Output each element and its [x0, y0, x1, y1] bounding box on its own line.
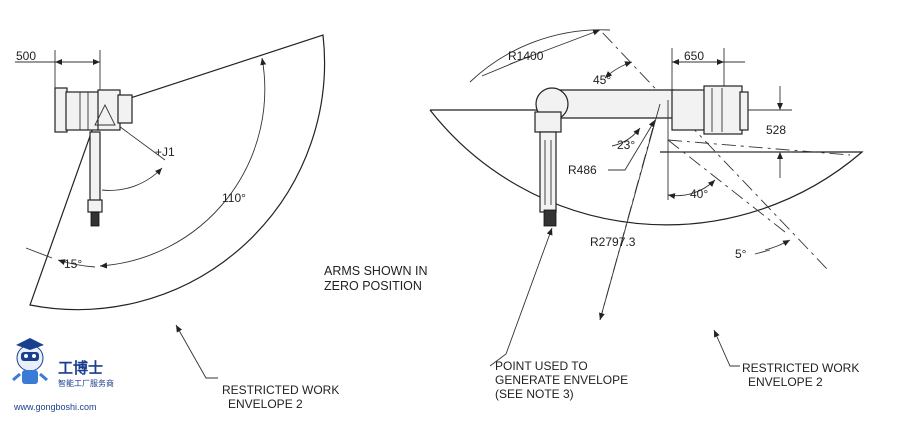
left-robot-base	[54, 87, 133, 133]
right-r486-label: R486	[568, 163, 597, 177]
left-angle-110-label: 110°	[222, 191, 246, 205]
left-j1-arc	[101, 167, 163, 191]
zero-position-note-line1: ARMS SHOWN IN	[324, 264, 427, 278]
right-angle-23-label: 23°	[617, 138, 635, 152]
right-r2797-label: R2797.3	[590, 235, 636, 249]
right-dim-650: 650	[671, 48, 745, 90]
left-view: 500 +J1 110° 15° RESTRICTED WORK ENVELOP…	[15, 34, 339, 411]
left-dim-500-label: 500	[16, 49, 36, 63]
right-envelope-label-line1: RESTRICTED WORK	[742, 361, 859, 375]
robot-mascot-icon	[12, 338, 48, 384]
watermark-url: www.gongboshi.com	[13, 402, 97, 412]
right-r1400-arc	[469, 29, 611, 83]
right-dim-528-label: 528	[766, 123, 786, 137]
right-r1400-label: R1400	[508, 49, 544, 63]
right-envelope-boundary	[429, 109, 864, 226]
right-angle-5-label: 5°	[735, 247, 747, 261]
right-point-label-line1: POINT USED TO	[495, 359, 588, 373]
right-dim-528: 528	[668, 86, 792, 178]
right-robot-base	[671, 85, 749, 135]
watermark-brand: 工博士	[58, 359, 103, 377]
right-robot-arm	[534, 87, 679, 227]
gongboshi-watermark: 工博士 智能工厂服务商 www.gongboshi.com	[12, 338, 114, 412]
right-point-label-line2: GENERATE ENVELOPE	[495, 373, 628, 387]
left-robot-arm	[87, 131, 103, 227]
right-angle-45-label: 45°	[593, 73, 611, 87]
left-angle-15-arc	[57, 259, 96, 268]
left-j1-label: +J1	[155, 145, 175, 159]
right-angle-40-label: 40°	[690, 187, 708, 201]
right-dim-650-label: 650	[684, 49, 704, 63]
right-view: 650 528 R1400 45° 23° R486 40° R2797	[429, 29, 864, 401]
left-angle-110-arc	[99, 57, 267, 269]
left-envelope-label-line2: ENVELOPE 2	[228, 397, 303, 411]
left-envelope-label-line1: RESTRICTED WORK	[222, 383, 339, 397]
right-point-label-line3: (SEE NOTE 3)	[495, 387, 574, 401]
right-envelope-label-line2: ENVELOPE 2	[748, 375, 823, 389]
watermark-tagline: 智能工厂服务商	[58, 378, 114, 388]
zero-position-note-line2: ZERO POSITION	[324, 279, 422, 293]
left-dim-500: 500	[15, 49, 101, 90]
left-angle-15-label: 15°	[64, 257, 82, 271]
